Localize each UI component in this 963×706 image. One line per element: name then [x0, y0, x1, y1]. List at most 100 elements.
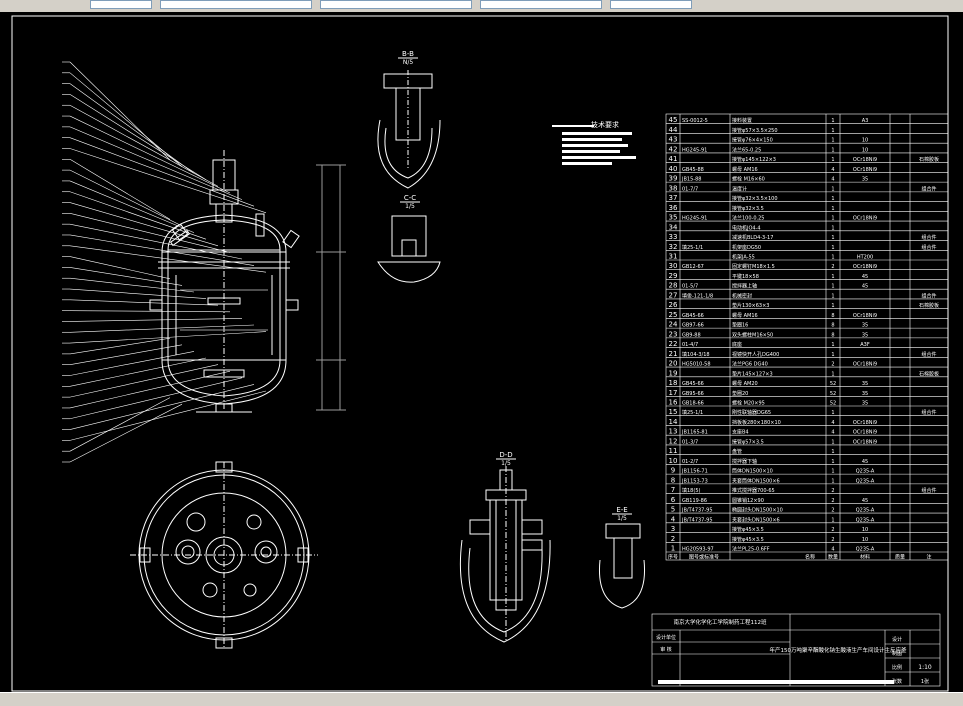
section-dd: D-D 1/5	[459, 451, 551, 643]
parts-list-cell-code: GB97-66	[682, 323, 704, 329]
parts-list-cell-code: GB119-86	[682, 498, 707, 504]
leader-line	[69, 202, 219, 247]
parts-list-cell-qty: 1	[831, 255, 834, 261]
parts-list-cell-mat: OCr18Ni9	[853, 313, 877, 319]
leader-line	[69, 223, 243, 260]
leader-line	[69, 357, 207, 387]
leader-line	[69, 94, 207, 181]
leader-line	[69, 364, 219, 398]
parts-list-cell-no: 43	[669, 136, 678, 144]
parts-list-cell-mat: OCr18Ni9	[853, 264, 877, 270]
parts-list-cell-qty: 1	[831, 147, 834, 153]
parts-list-cell-name: 挡板板280×180×10	[732, 419, 781, 426]
leader-line	[69, 256, 171, 280]
parts-list-cell-no: 38	[669, 184, 678, 192]
section-cc: C-C 1/5	[377, 194, 441, 283]
parts-list-cell-qty: 1	[831, 138, 834, 144]
parts-list-cell-code: 01-5/7	[682, 284, 698, 290]
title-block-check-label: 审 核	[660, 646, 672, 653]
parts-list-cell-name: 法兰PG6 DG40	[732, 361, 768, 368]
leader-line	[69, 104, 219, 187]
parts-list-cell-mat: 45	[862, 498, 868, 504]
parts-list-cell-mat: OCr18Ni9	[853, 420, 877, 426]
parts-list-header-cell: 名称	[805, 554, 815, 561]
parts-list-cell-code: 填25-1/1	[682, 409, 703, 416]
parts-list-cell-name: 接料装置	[732, 117, 752, 124]
parts-list-cell-qty: 4	[831, 167, 834, 173]
parts-list-cell-name: 机架JA-55	[732, 254, 755, 261]
leader-line	[69, 351, 195, 376]
parts-list-cell-name: 螺栓 M16×60	[732, 176, 765, 183]
parts-list-cell-mat: 35	[862, 332, 868, 338]
leader-line	[69, 310, 231, 313]
parts-list-cell-mat: 10	[862, 147, 868, 153]
parts-list-cell-code: GB45-88	[682, 167, 704, 173]
parts-list-cell-qty: 1	[831, 303, 834, 309]
parts-list-cell-code: JB/T4737-95	[681, 517, 713, 523]
parts-list-cell-code: 填俊-121-1/8	[682, 292, 713, 299]
parts-list-cell-mat: 45	[862, 459, 868, 465]
toolbar-dropdown[interactable]	[480, 0, 602, 9]
parts-list-cell-mat: Q235-A	[856, 517, 875, 523]
parts-list-cell-mat: 10	[862, 537, 868, 543]
title-block-project-label: 设计单位	[656, 634, 676, 641]
toolbar-dropdown[interactable]	[320, 0, 472, 9]
title-block-sheet: 1张	[921, 678, 929, 685]
toolbar-dropdown[interactable]	[610, 0, 692, 9]
parts-list-cell-qty: 8	[831, 323, 834, 329]
parts-list-cell-name: 接管φ32×3.5×100	[732, 195, 778, 202]
leader-line	[69, 384, 255, 430]
title-block-school: 南京大学化学化工学院制药工程112班	[674, 618, 767, 626]
parts-list-cell-qty: 1	[831, 206, 834, 212]
tech-req-title: 技术要求	[591, 120, 619, 129]
parts-list-cell-name: 夹套筒体DN1500×6	[732, 477, 780, 484]
parts-list-cell-name: 螺栓 M20×95	[732, 400, 765, 407]
parts-list-cell-no: 22	[669, 340, 678, 348]
parts-list-cell-no: 1	[671, 545, 675, 553]
parts-list-cell-name: 温度计	[732, 185, 747, 192]
parts-list-cell-mat: 10	[862, 527, 868, 533]
parts-list-cell-name: 接管φ57×3.5	[732, 438, 764, 445]
leader-line	[69, 180, 195, 233]
parts-list-cell-code: HG245-91	[682, 147, 707, 153]
parts-list-cell-mat: 35	[862, 401, 868, 407]
parts-list-cell-qty: 1	[831, 517, 834, 523]
parts-list-cell-code: 01-3/7	[682, 439, 698, 445]
parts-list-cell-qty: 2	[831, 264, 834, 270]
section-ee-label: E-E	[616, 506, 627, 514]
parts-list-header-cell: 序号	[668, 554, 678, 561]
parts-list-cell-name: 法兰PL25-0.6FF	[732, 546, 770, 553]
section-ee: E-E 1/5	[598, 506, 646, 609]
parts-list-header-cell: 材料	[860, 554, 870, 561]
parts-list-cell-name: 螺母 AM16	[732, 312, 758, 319]
parts-list-cell-name: 接管φ32×3.5	[732, 205, 764, 212]
parts-list-cell-note: 石棉胶板	[919, 156, 939, 163]
parts-list-cell-code: HG5010-58	[682, 362, 711, 368]
parts-list-cell-no: 19	[669, 369, 678, 377]
parts-list-frame	[665, 113, 949, 561]
leader-line	[69, 370, 231, 409]
parts-list-cell-no: 5	[671, 506, 675, 514]
parts-list-cell-name: 刚性联轴器DG65	[732, 409, 771, 416]
parts-list-cell-name: 支座B4	[732, 429, 749, 436]
parts-list-cell-no: 44	[669, 126, 678, 134]
parts-list-cell-no: 18	[669, 379, 678, 387]
toolbar-dropdown[interactable]	[90, 0, 152, 9]
parts-list-cell-qty: 52	[830, 381, 836, 387]
technical-requirements: 技术要求	[552, 120, 636, 165]
parts-list-cell-qty: 1	[831, 469, 834, 475]
section-bb: B-B N/5	[377, 50, 441, 189]
leader-line	[69, 277, 195, 293]
parts-list-cell-note: 组合件	[921, 185, 936, 192]
parts-list-cell-no: 32	[669, 243, 678, 251]
parts-list-cell-qty: 1	[831, 225, 834, 231]
parts-list-cell-no: 17	[669, 389, 678, 397]
parts-list-cell-name: 垫片145×127×3	[732, 370, 773, 377]
parts-list-cell-no: 40	[669, 165, 678, 173]
parts-list-cell-no: 31	[669, 253, 678, 261]
parts-list-cell-name: 垫圈16	[732, 322, 748, 329]
parts-list-cell-code: JB1153-73	[681, 478, 708, 484]
toolbar-dropdown[interactable]	[160, 0, 312, 9]
